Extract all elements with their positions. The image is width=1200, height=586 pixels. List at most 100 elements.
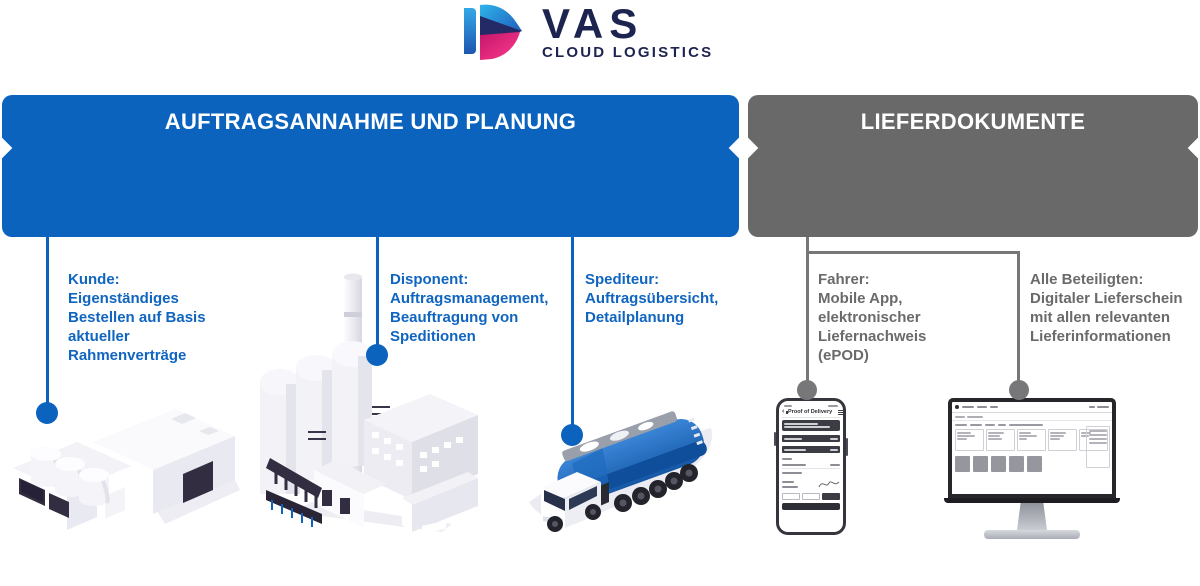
connector-dot-fahrer (797, 380, 817, 400)
document-tiles-row (952, 453, 1112, 475)
ship-to-row (782, 435, 840, 442)
role-block-fahrer: Fahrer: Mobile App, elektronischer Liefe… (818, 270, 926, 365)
vas-logo-icon (464, 4, 522, 60)
clock-text (784, 405, 792, 407)
document-tile (955, 456, 970, 472)
accept-button (822, 493, 840, 500)
role-line: Lieferinformationen (1030, 328, 1171, 345)
document-tile (1009, 456, 1024, 472)
document-tile (991, 456, 1006, 472)
review-button (802, 493, 820, 500)
date-field (782, 486, 798, 488)
connector-line-fahrer (806, 237, 809, 382)
section-lieferdokumente: LIEFERDOKUMENTE (735, 95, 1200, 237)
document-tile (973, 456, 988, 472)
wheels (614, 464, 698, 512)
approval-label (782, 472, 802, 474)
role-line: (ePOD) (818, 347, 869, 364)
monitor-base (984, 530, 1080, 539)
phone-screen: ‹ Proof of Delivery (779, 401, 843, 532)
ship-date-row (782, 446, 840, 453)
monitor-screen (948, 398, 1116, 498)
side-panel (1086, 426, 1110, 468)
tanker-truck-illustration (529, 411, 712, 532)
role-line: Mobile App, (818, 290, 903, 307)
signature-icon (818, 481, 840, 488)
section-title-lieferdokumente: LIEFERDOKUMENTE (860, 109, 1086, 134)
finish-button (782, 503, 840, 510)
step-card (955, 429, 984, 451)
role-line: aktueller (68, 328, 130, 345)
connector-branch-lieferdokumente (806, 251, 1020, 254)
role-line: Auftragsmanagement, (390, 290, 549, 307)
brand-name: VAS (542, 0, 644, 47)
app-title: Proof of Delivery (788, 409, 833, 415)
role-heading: Fahrer: (818, 271, 870, 288)
brand-text: VAS CLOUD LOGISTICS (542, 0, 714, 62)
reject-button (782, 493, 800, 500)
role-line: Auftragsübersicht, (585, 290, 719, 307)
menu-icon (838, 409, 843, 415)
desktop-monitor-illustration (944, 398, 1120, 539)
connector-dot-spediteur (561, 424, 583, 446)
webapp-logo-icon (955, 405, 959, 409)
role-heading: Spediteur: (585, 271, 660, 288)
banner-notch (0, 136, 13, 160)
webapp-navbar (952, 402, 1112, 413)
connector-line-disponent (376, 237, 379, 347)
connector-line-spediteur (571, 237, 574, 427)
role-line: elektronischer (818, 309, 921, 326)
role-line: Speditionen (390, 328, 476, 345)
conveyor (266, 458, 322, 527)
document-tile (1027, 456, 1042, 472)
role-line: Eigenständiges (68, 290, 179, 307)
storage-tanks (31, 447, 110, 506)
role-block-spediteur: Spediteur: Auftragsübersicht, Detailplan… (585, 270, 718, 327)
role-line: Digitaler Lieferschein (1030, 290, 1183, 307)
connector-line-alle-beteiligten (1017, 251, 1020, 382)
brand-subtitle: CLOUD LOGISTICS (542, 44, 714, 61)
items-label (782, 458, 792, 460)
monitor-stand (1017, 503, 1047, 530)
name-field (782, 481, 794, 483)
role-heading: Alle Beteiligten: (1030, 271, 1144, 288)
process-steps-row (952, 427, 1112, 453)
role-line: Detailplanung (585, 309, 685, 326)
truck-cab (541, 472, 601, 532)
role-block-kunde: Kunde: Eigenständiges Bestellen auf Basi… (68, 270, 206, 365)
section-title-auftragsannahme: AUFTRAGSANNAHME UND PLANUNG (164, 109, 577, 134)
action-buttons (782, 493, 840, 500)
battery-icon (828, 405, 838, 407)
connector-dot-disponent (366, 344, 388, 366)
role-block-alle-beteiligten: Alle Beteiligten: Digitaler Lieferschein… (1030, 270, 1183, 346)
role-line: mit allen relevanten (1030, 309, 1171, 326)
role-heading: Kunde: (68, 271, 120, 288)
phone-status-bar (784, 405, 838, 407)
breadcrumb-row (952, 413, 1112, 421)
step-card (986, 429, 1015, 451)
role-line: Beauftragung von (390, 309, 519, 326)
brand-logo: VAS CLOUD LOGISTICS (460, 2, 713, 61)
step-card (1048, 429, 1077, 451)
role-line: Liefernachweis (818, 328, 927, 345)
back-icon: ‹ (782, 408, 785, 415)
smartphone-illustration: ‹ Proof of Delivery (774, 398, 848, 535)
role-line: Bestellen auf Basis (68, 309, 206, 326)
connector-dot-alle-beteiligten (1009, 380, 1029, 400)
warehouse-illustration (13, 409, 240, 530)
delivery-note-banner (782, 420, 840, 431)
factory-illustration (260, 273, 478, 534)
connector-line-kunde (46, 237, 49, 405)
role-block-disponent: Disponent: Auftragsmanagement, Beauftrag… (390, 270, 548, 346)
signature-area (782, 478, 840, 490)
step-card (1017, 429, 1046, 451)
role-line: Rahmenverträge (68, 347, 187, 364)
filter-row (952, 421, 1112, 427)
banner-notch (1187, 136, 1200, 160)
section-auftragsannahme: AUFTRAGSANNAHME UND PLANUNG (0, 95, 752, 237)
app-header: ‹ Proof of Delivery (782, 408, 843, 418)
monitor-bezel (944, 498, 1120, 503)
item-row (782, 462, 840, 469)
role-heading: Disponent: (390, 271, 469, 288)
